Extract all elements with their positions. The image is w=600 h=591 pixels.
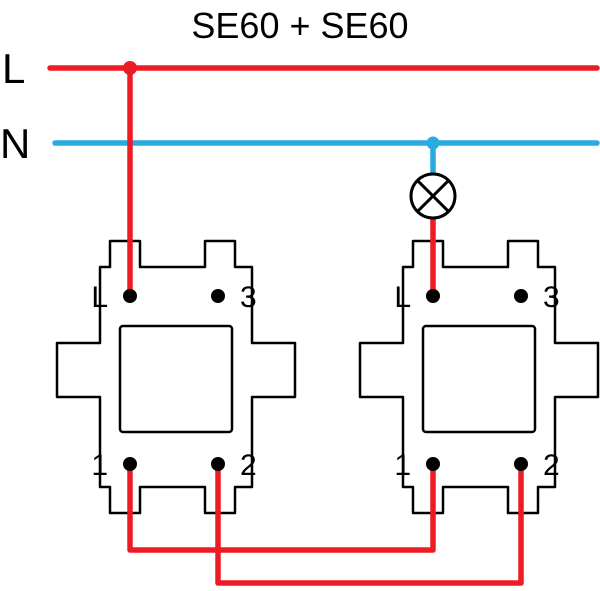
left-switch-rocker xyxy=(118,324,234,434)
left-terminal-dot-l xyxy=(123,289,137,303)
left-switch xyxy=(55,239,297,515)
right-terminal-label-2: 2 xyxy=(543,449,560,482)
left-terminal-label-1: 1 xyxy=(91,449,108,482)
right-terminal-label-l: L xyxy=(394,281,411,314)
left-terminal-dot-1 xyxy=(123,457,137,471)
left-terminal-label-3: 3 xyxy=(240,281,257,314)
lamp-icon xyxy=(409,172,457,220)
right-terminal-label-1: 1 xyxy=(394,449,411,482)
right-terminal-dot-2 xyxy=(514,457,528,471)
traveler-wire-1 xyxy=(127,461,436,553)
left-terminal-label-2: 2 xyxy=(240,449,257,482)
right-switch-rocker xyxy=(421,324,537,434)
left-terminal-dot-2 xyxy=(211,457,225,471)
right-terminal-dot-1 xyxy=(426,457,440,471)
right-switch xyxy=(358,239,600,515)
live-bus-label: L xyxy=(2,45,25,92)
right-terminal-label-3: 3 xyxy=(543,281,560,314)
left-terminal-label-l: L xyxy=(91,281,108,314)
right-terminal-dot-l xyxy=(426,289,440,303)
lamp-cross-line-2 xyxy=(416,179,450,213)
right-terminal-dot-3 xyxy=(514,289,528,303)
left-terminal-dot-3 xyxy=(211,289,225,303)
neutral-bus-label: N xyxy=(0,120,30,167)
diagram-title: SE60 + SE60 xyxy=(191,5,408,46)
traveler-wire-2 xyxy=(215,461,524,586)
